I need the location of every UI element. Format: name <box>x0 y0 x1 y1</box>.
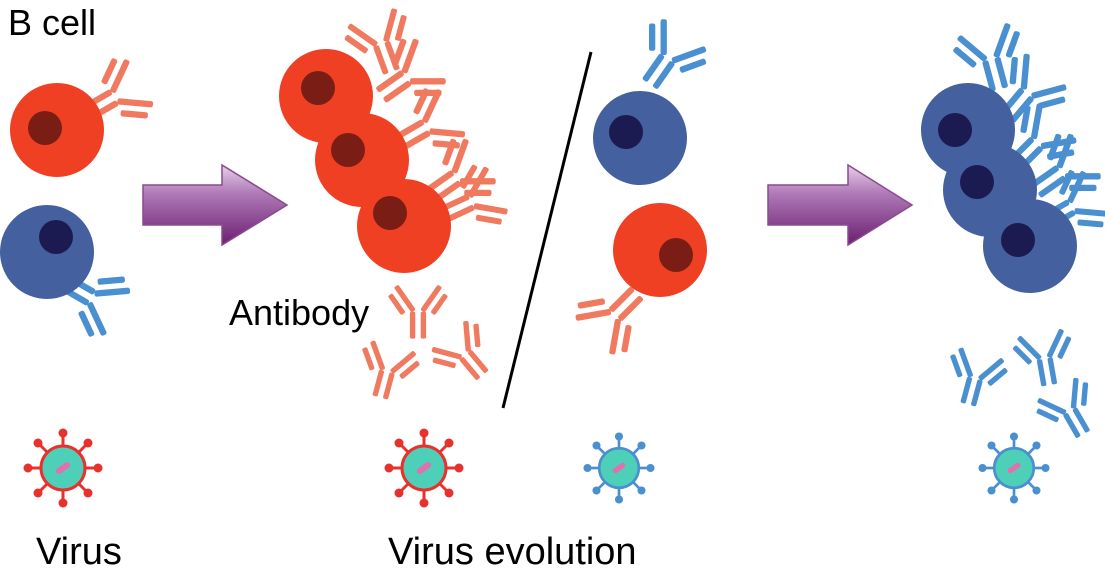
virus-red-icon <box>22 427 104 509</box>
virus-blue-icon <box>977 431 1051 505</box>
b-cell-blue <box>0 205 94 299</box>
b-cell-red-clone-1-nucleus <box>301 71 335 105</box>
arrow-right-1 <box>142 163 289 247</box>
b-cell-red-nucleus <box>28 111 62 145</box>
arrow-right-2 <box>767 163 914 247</box>
b-cell-blue-clone-1-nucleus <box>938 113 972 147</box>
virus-label: Virus <box>36 531 122 573</box>
b-cell-red-clone-3 <box>357 179 451 273</box>
divider-line <box>501 51 593 409</box>
virus-blue-icon <box>582 431 656 505</box>
virus-red-icon <box>383 427 465 509</box>
b-cell-red-2-nucleus <box>659 238 693 272</box>
virus-evolution-label: Virus evolution <box>388 531 637 573</box>
b-cell-red-clone-3-nucleus <box>373 196 407 230</box>
free-antibodies-blue <box>936 326 1105 451</box>
free-antibodies-red <box>348 284 508 406</box>
b-cell-blue-clone-3-nucleus <box>1001 223 1035 257</box>
diagram-title: B cell <box>8 2 97 43</box>
b-cell-blue-clone-2-nucleus <box>960 165 994 199</box>
antibody-label: Antibody <box>229 292 370 333</box>
b-cell-blue-nucleus <box>39 220 73 254</box>
b-cell-red-clone-2-nucleus <box>331 133 365 167</box>
b-cell-blue-2-nucleus <box>609 115 643 149</box>
